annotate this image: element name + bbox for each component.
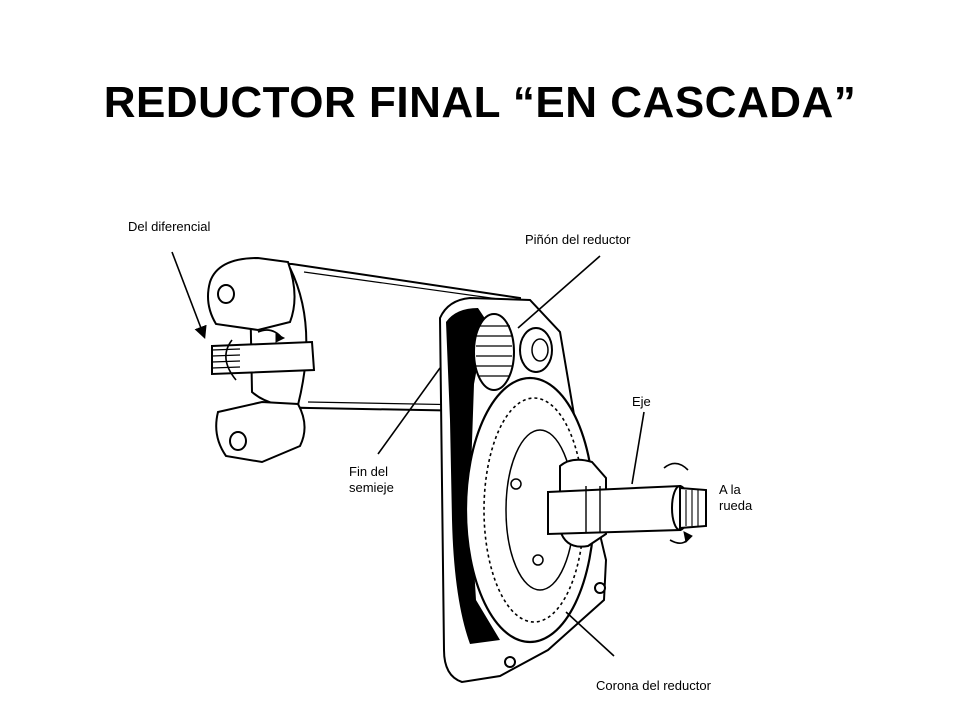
drive-pinion — [473, 313, 553, 391]
upper-flange — [207, 256, 296, 332]
label-del-diferencial: Del diferencial — [128, 219, 211, 234]
leader-corona-reductor — [565, 611, 615, 657]
leader-pinon-reductor — [517, 255, 601, 329]
label-corona-reductor: Corona del reductor — [596, 678, 711, 693]
casing-shadow — [446, 308, 500, 644]
leader-eje — [631, 411, 645, 485]
label-pinon-reductor: Piñón del reductor — [525, 232, 631, 247]
leader-lines — [171, 251, 645, 657]
slide-title: REDUCTOR FINAL “EN CASCADA” — [103, 78, 857, 127]
input-shaft — [211, 329, 316, 381]
label-fin-semieje: Fin del semieje — [349, 464, 394, 495]
ring-gear — [464, 376, 596, 644]
lower-flange — [215, 400, 306, 464]
output-shaft — [547, 458, 707, 548]
leader-del-diferencial — [171, 251, 207, 339]
label-eje: Eje — [632, 394, 651, 409]
leader-fin-semieje — [377, 367, 441, 455]
label-a-la-rueda: A la rueda — [719, 482, 753, 513]
